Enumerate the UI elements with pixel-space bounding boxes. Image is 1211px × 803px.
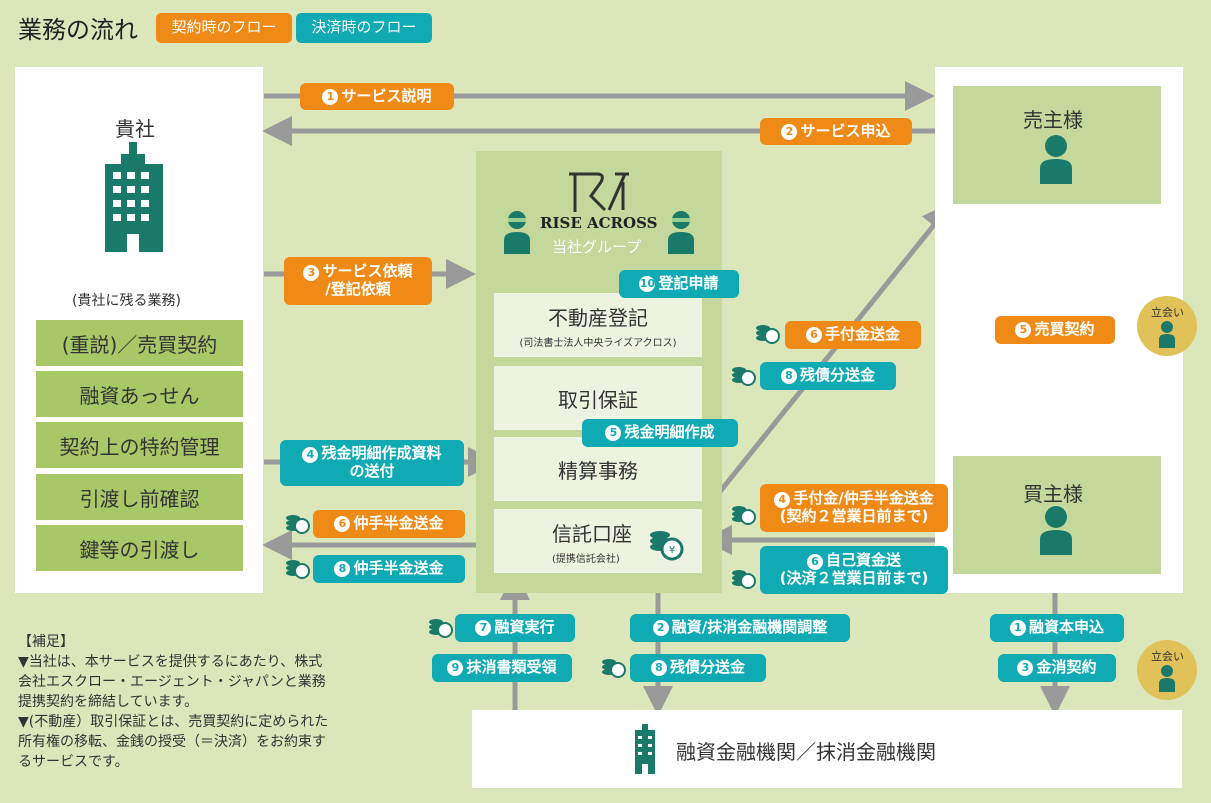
coin-icon <box>732 367 756 386</box>
settlement-title: 精算事務 <box>558 458 638 483</box>
company-label: 貴社 <box>115 117 155 141</box>
registration-sub: (司法書士法人中央ライズアクロス) <box>519 337 677 349</box>
bank-label: 融資金融機関／抹消金融機関 <box>676 740 936 764</box>
witness-label: 立会い <box>1151 650 1184 663</box>
coin-icon <box>286 515 310 534</box>
notes-line: ▼当社は、本サービスを提供するにあたり、株式 <box>18 654 323 670</box>
task-loan-mediation: 融資あっせん <box>36 371 243 417</box>
notes-line: ▼(不動産）取引保証とは、売買契約に定められた <box>18 714 329 730</box>
person-icon <box>504 211 530 254</box>
notes: 【補足】 ▼当社は、本サービスを提供するにあたり、株式 会社エスクロー・エージェ… <box>18 632 328 772</box>
notes-heading: 【補足】 <box>18 634 74 650</box>
building-icon <box>635 724 655 774</box>
settlement-box: 精算事務 <box>494 437 702 501</box>
notes-line: 所有権の移転、金銭の授受（＝決済）をお約束す <box>18 734 326 750</box>
brand-name: RISE ACROSS <box>540 214 658 232</box>
coin-icon <box>429 619 453 638</box>
guarantee-title: 取引保証 <box>558 387 638 412</box>
coin-icon <box>756 325 780 344</box>
trust-title: 信託口座 <box>552 521 632 546</box>
coin-icon <box>732 570 756 589</box>
person-icon <box>1159 321 1175 348</box>
seller-label: 売主様 <box>1023 108 1083 132</box>
person-icon <box>1040 135 1072 184</box>
remaining-tasks-caption: (貴社に残る業務) <box>72 293 181 309</box>
notes-line: るサービスです。 <box>18 754 129 770</box>
person-icon <box>1040 506 1072 555</box>
registration-box: 不動産登記 (司法書士法人中央ライズアクロス) <box>494 293 702 357</box>
coin-icon: ¥ <box>650 531 684 561</box>
building-icon <box>105 142 163 252</box>
tag-contract-flow: 契約時のフロー <box>156 13 292 43</box>
page-title: 業務の流れ <box>18 16 138 44</box>
notes-line: 会社エスクロー・エージェント・ジャパンと業務 <box>18 674 326 690</box>
svg-text:¥: ¥ <box>669 545 675 556</box>
person-icon <box>668 211 694 254</box>
trust-sub: (提携信託会社) <box>552 553 620 565</box>
buyer-label: 買主様 <box>1023 482 1083 506</box>
registration-title: 不動産登記 <box>548 305 648 330</box>
notes-line: 提携契約を締結しています。 <box>18 694 199 710</box>
trust-account-box: 信託口座 (提携信託会社) <box>494 509 702 573</box>
task-pre-handover-check: 引渡し前確認 <box>36 474 243 520</box>
coin-icon <box>602 659 626 678</box>
group-label: 当社グループ <box>552 238 642 256</box>
witness-label: 立会い <box>1151 306 1184 319</box>
task-key-handover: 鍵等の引渡し <box>36 525 243 571</box>
tag-settlement-flow: 決済時のフロー <box>296 13 432 43</box>
bank-panel <box>472 710 1182 788</box>
task-sales-contract: (重説)／売買契約 <box>36 320 243 366</box>
rise-across-logo <box>569 172 629 212</box>
coin-icon <box>732 506 756 525</box>
person-icon <box>1159 665 1175 692</box>
coin-icon <box>286 560 310 579</box>
task-special-clause: 契約上の特約管理 <box>36 422 243 468</box>
